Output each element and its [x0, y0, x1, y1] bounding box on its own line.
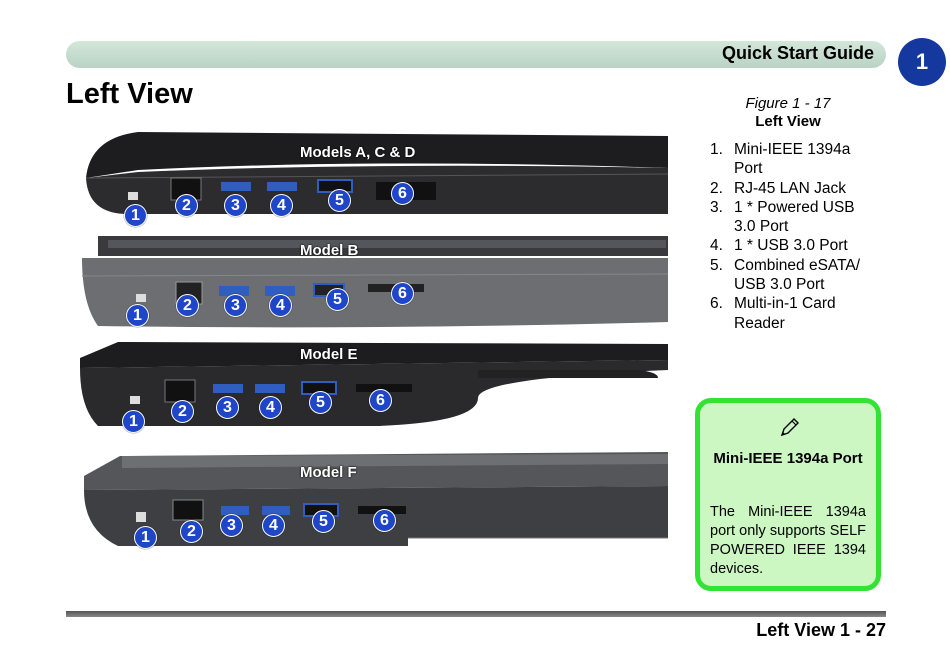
laptop-panel-model-b: Model B 1 2 3 4 5 6 [78, 234, 668, 332]
header-title: Quick Start Guide [721, 43, 874, 63]
footer-rule [66, 611, 886, 617]
list-item: 3. 1 * Powered USB 3.0 Port [710, 198, 880, 237]
laptop-panel-models-acd: Models A, C & D 1 2 3 4 5 6 [78, 128, 668, 227]
model-label: Model B [300, 242, 359, 259]
page-title: Left View [66, 78, 193, 110]
list-label: Multi-in-1 Card Reader [734, 295, 836, 332]
list-label: Mini-IEEE 1394a Port [734, 141, 851, 178]
port-marker-6: 6 [391, 182, 414, 205]
port-list: 1.Mini-IEEE 1394a Port 2.RJ-45 LAN Jack … [710, 140, 880, 333]
port-marker-4: 4 [262, 514, 285, 537]
port-marker-5: 5 [312, 510, 335, 533]
figure-caption: Figure 1 - 17 Left View [700, 95, 876, 131]
port-marker-3: 3 [220, 514, 243, 537]
list-label: 1 * Powered USB 3.0 Port [734, 198, 855, 236]
list-label: RJ-45 LAN Jack [734, 179, 846, 197]
port-marker-2: 2 [175, 194, 198, 217]
port-marker-1: 1 [122, 410, 145, 433]
port-marker-4: 4 [259, 396, 282, 419]
list-item: 2. RJ-45 LAN Jack [710, 179, 880, 198]
pencil-icon [780, 418, 799, 437]
laptop-side-illustration [81, 236, 668, 328]
note-box: Mini-IEEE 1394a Port The Mini-IEEE 1394a… [695, 398, 881, 591]
model-label: Models A, C & D [300, 144, 416, 161]
figure-number: Figure 1 - 17 [745, 95, 831, 112]
port-marker-5: 5 [309, 391, 332, 414]
list-item: 5. Combined eSATA/ USB 3.0 Port [710, 256, 880, 295]
footer-page-ref: Left View 1 - 27 [756, 620, 886, 640]
header-bar [66, 41, 886, 68]
model-label: Model E [300, 346, 358, 363]
port-marker-1: 1 [134, 526, 157, 549]
model-label: Model F [300, 464, 357, 481]
list-number: 5. [710, 256, 723, 274]
list-label: 1 * USB 3.0 Port [734, 237, 848, 255]
port-marker-6: 6 [391, 282, 414, 305]
chapter-badge: 1 [898, 38, 946, 86]
port-marker-5: 5 [328, 189, 351, 212]
laptop-side-illustration [84, 452, 668, 546]
laptop-side-illustration [80, 342, 668, 426]
list-number: 3. [710, 198, 723, 216]
port-marker-1: 1 [126, 304, 149, 327]
port-marker-1: 1 [124, 204, 147, 227]
port-marker-2: 2 [180, 520, 203, 543]
list-label: Combined eSATA/ USB 3.0 Port [734, 256, 861, 294]
port-marker-2: 2 [171, 400, 194, 423]
port-marker-5: 5 [326, 288, 349, 311]
list-number: 4. [710, 237, 723, 255]
laptop-panel-model-e: Model E 1 2 3 4 5 6 [78, 338, 668, 436]
note-body: The Mini-IEEE 1394a port only supports S… [710, 504, 866, 577]
list-item: 6. Multi-in-1 Card Reader [710, 294, 880, 333]
note-title: Mini-IEEE 1394a Port [713, 450, 863, 467]
laptop-side-illustration [85, 132, 668, 214]
port-marker-2: 2 [176, 294, 199, 317]
port-marker-6: 6 [369, 389, 392, 412]
laptop-panel-model-f: Model F 1 2 3 4 5 6 [78, 450, 668, 549]
list-number: 1. [710, 141, 723, 158]
port-marker-3: 3 [224, 294, 247, 317]
port-marker-3: 3 [216, 396, 239, 419]
list-number: 6. [710, 295, 723, 313]
port-marker-4: 4 [270, 194, 293, 217]
port-marker-4: 4 [269, 294, 292, 317]
list-item: 1. Mini-IEEE 1394a Port [710, 140, 880, 179]
figure-title: Left View [755, 113, 821, 130]
port-marker-3: 3 [224, 194, 247, 217]
port-marker-6: 6 [373, 509, 396, 532]
list-item: 4. 1 * USB 3.0 Port [710, 236, 880, 255]
list-number: 2. [710, 179, 723, 197]
